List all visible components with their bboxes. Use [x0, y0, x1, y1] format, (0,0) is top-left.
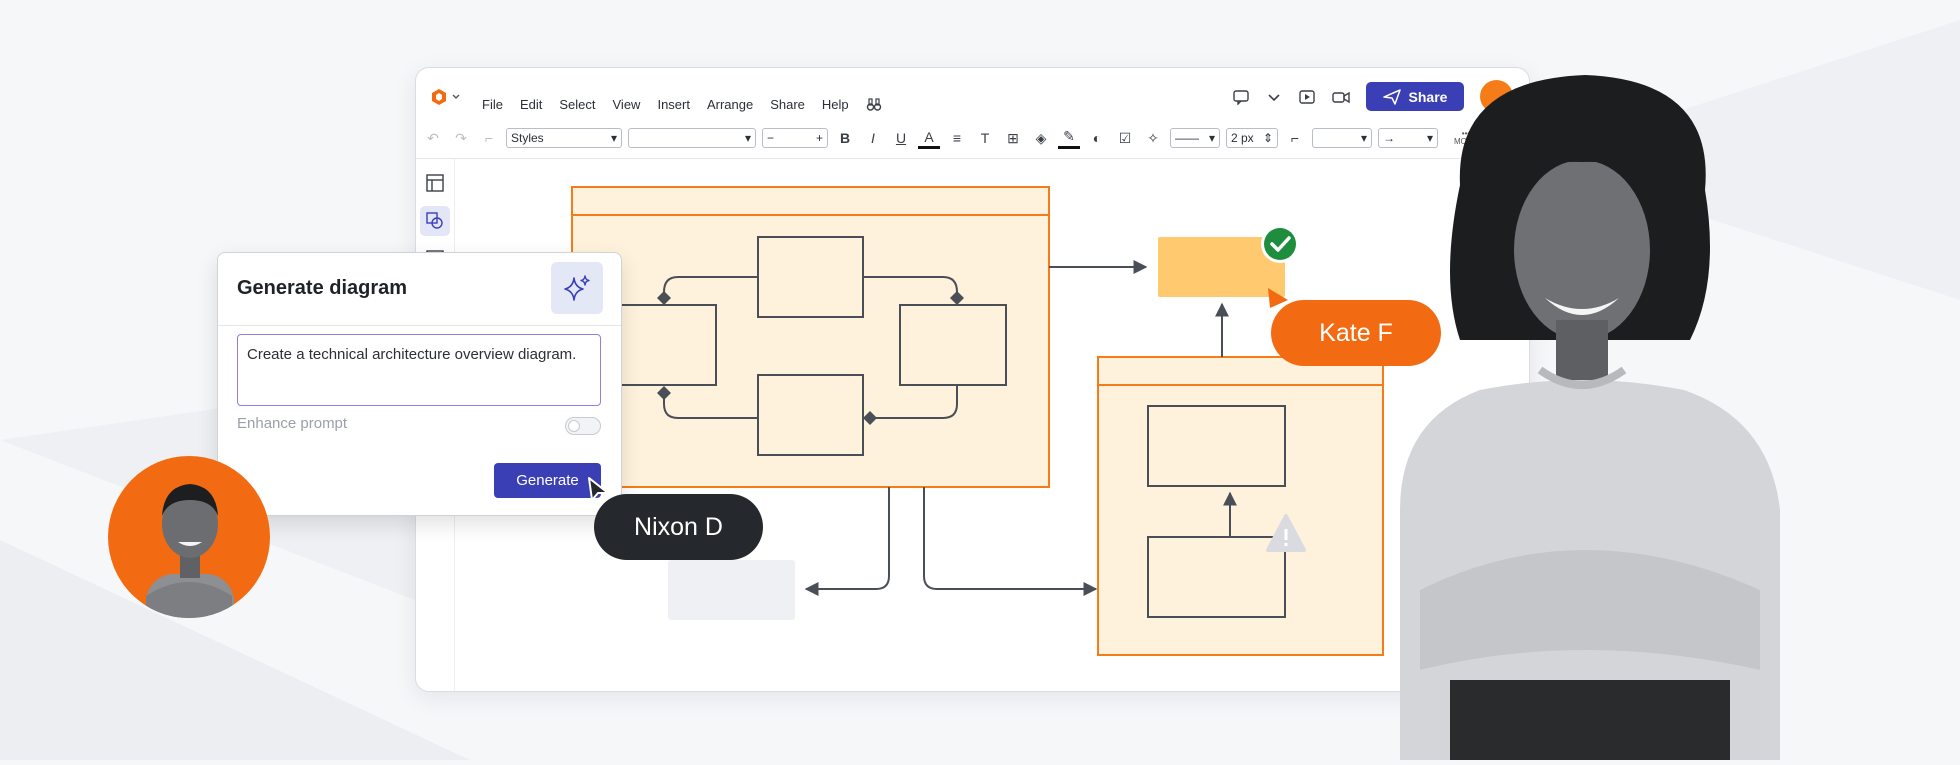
- collaborator-label-kate: Kate F: [1271, 300, 1441, 366]
- dialog-divider: [218, 325, 621, 326]
- underline-icon[interactable]: U: [895, 130, 907, 146]
- chevron-down-icon: ▾: [744, 131, 751, 145]
- align-icon[interactable]: ≡: [952, 130, 962, 146]
- share-button-label: Share: [1408, 88, 1448, 105]
- header-actions: Share: [1232, 80, 1513, 113]
- line-width-select[interactable]: 2 px⇕: [1226, 128, 1278, 148]
- kate-cursor-icon: [1268, 288, 1288, 308]
- minus-icon[interactable]: −: [767, 131, 775, 145]
- menu-share[interactable]: Share: [770, 97, 805, 112]
- placeholder-node[interactable]: [668, 560, 795, 620]
- connector-line[interactable]: [863, 385, 958, 425]
- shapes-icon[interactable]: [420, 206, 450, 236]
- connector-line[interactable]: [923, 487, 1098, 596]
- bold-icon[interactable]: B: [839, 130, 851, 146]
- chevron-down-icon: ▾: [1426, 131, 1433, 145]
- collaborator-label-nixon: Nixon D: [594, 494, 763, 560]
- main-menu: File Edit Select View Insert Arrange Sha…: [482, 97, 882, 113]
- menu-help[interactable]: Help: [821, 97, 849, 112]
- chevron-down-icon: ▾: [1208, 131, 1215, 145]
- connector-line[interactable]: [657, 386, 758, 419]
- ai-sparkle-button[interactable]: [551, 262, 603, 314]
- opacity-icon[interactable]: ◐: [1092, 130, 1102, 146]
- dialog-title: Generate diagram: [237, 277, 408, 299]
- styles-select-label: Styles: [511, 131, 544, 145]
- sparkle-icon: [564, 275, 590, 301]
- prompt-input[interactable]: Create a technical architecture overview…: [237, 334, 601, 406]
- chevron-down-icon: ▾: [1360, 131, 1367, 145]
- more-dots-icon: •••: [1461, 129, 1471, 138]
- binoculars-icon[interactable]: [866, 97, 882, 113]
- diagram-box[interactable]: [899, 304, 1007, 386]
- connector-style-icon[interactable]: ⌐: [1290, 130, 1300, 146]
- share-button[interactable]: Share: [1366, 82, 1464, 111]
- menu-bar: File Edit Select View Insert Arrange Sha…: [416, 68, 1529, 118]
- video-icon[interactable]: [1332, 89, 1350, 105]
- border-icon[interactable]: ⊞: [1007, 129, 1019, 146]
- enhance-prompt-label: Enhance prompt: [237, 415, 348, 432]
- diagram-box[interactable]: [1147, 536, 1286, 618]
- present-icon[interactable]: [1298, 89, 1316, 105]
- line-width-value: 2 px: [1231, 131, 1254, 145]
- menu-insert[interactable]: Insert: [657, 97, 690, 112]
- send-icon: [1382, 88, 1401, 105]
- chevron-down-icon: ▾: [610, 131, 617, 145]
- diagram-box[interactable]: [757, 236, 864, 318]
- comment-icon[interactable]: [1232, 89, 1250, 105]
- person-portrait-icon: [146, 484, 234, 618]
- font-size-stepper[interactable]: −+: [762, 128, 828, 148]
- menu-edit[interactable]: Edit: [519, 97, 543, 112]
- collaborator-photo-small: [108, 456, 270, 618]
- highlighted-node[interactable]: [1158, 237, 1285, 297]
- italic-icon[interactable]: I: [871, 130, 875, 146]
- line-color-icon[interactable]: ✎: [1058, 128, 1080, 149]
- text-options-icon[interactable]: T: [980, 130, 990, 146]
- redo-icon[interactable]: ↷: [455, 129, 467, 146]
- diagram-box[interactable]: [757, 374, 864, 456]
- connector-line[interactable]: [863, 276, 964, 305]
- menu-arrange[interactable]: Arrange: [706, 97, 754, 112]
- connector-line[interactable]: [804, 487, 890, 596]
- line-style-select[interactable]: ——▾: [1170, 128, 1220, 148]
- format-painter-icon[interactable]: ⌐: [484, 130, 494, 146]
- menu-view[interactable]: View: [612, 97, 641, 112]
- magic-wand-icon[interactable]: ✧: [1147, 129, 1159, 146]
- diagram-box[interactable]: [1147, 405, 1286, 487]
- font-select[interactable]: ▾: [628, 128, 756, 148]
- text-color-icon[interactable]: A: [918, 128, 940, 149]
- collaborator-photo-large: [1360, 70, 1820, 765]
- lucid-logo-icon: [432, 89, 446, 105]
- line-start-select[interactable]: ▾: [1312, 128, 1372, 148]
- menu-select[interactable]: Select: [559, 97, 596, 112]
- menu-file[interactable]: File: [482, 97, 503, 112]
- app-logo[interactable]: [430, 88, 461, 106]
- warning-icon: [1266, 514, 1306, 552]
- enhance-prompt-toggle[interactable]: [565, 417, 601, 435]
- line-end-select[interactable]: →▾: [1378, 128, 1438, 148]
- chevron-down-icon[interactable]: [1266, 89, 1282, 105]
- person-portrait-icon: [1400, 75, 1780, 765]
- plus-icon[interactable]: +: [815, 131, 823, 145]
- generate-diagram-dialog: Generate diagram Create a technical arch…: [217, 252, 622, 516]
- connector-line[interactable]: [657, 276, 758, 305]
- pages-icon[interactable]: [420, 168, 450, 198]
- nixon-cursor-icon: [588, 477, 609, 501]
- checkmark-badge-icon: [1261, 225, 1299, 263]
- undo-icon[interactable]: ↶: [427, 129, 439, 146]
- generate-button[interactable]: Generate: [494, 463, 601, 498]
- fill-color-icon[interactable]: ◈: [1035, 129, 1047, 146]
- chevron-down-icon: [452, 94, 460, 99]
- styles-select[interactable]: Styles ▾: [506, 128, 622, 148]
- shape-effects-icon[interactable]: ☑: [1118, 129, 1132, 146]
